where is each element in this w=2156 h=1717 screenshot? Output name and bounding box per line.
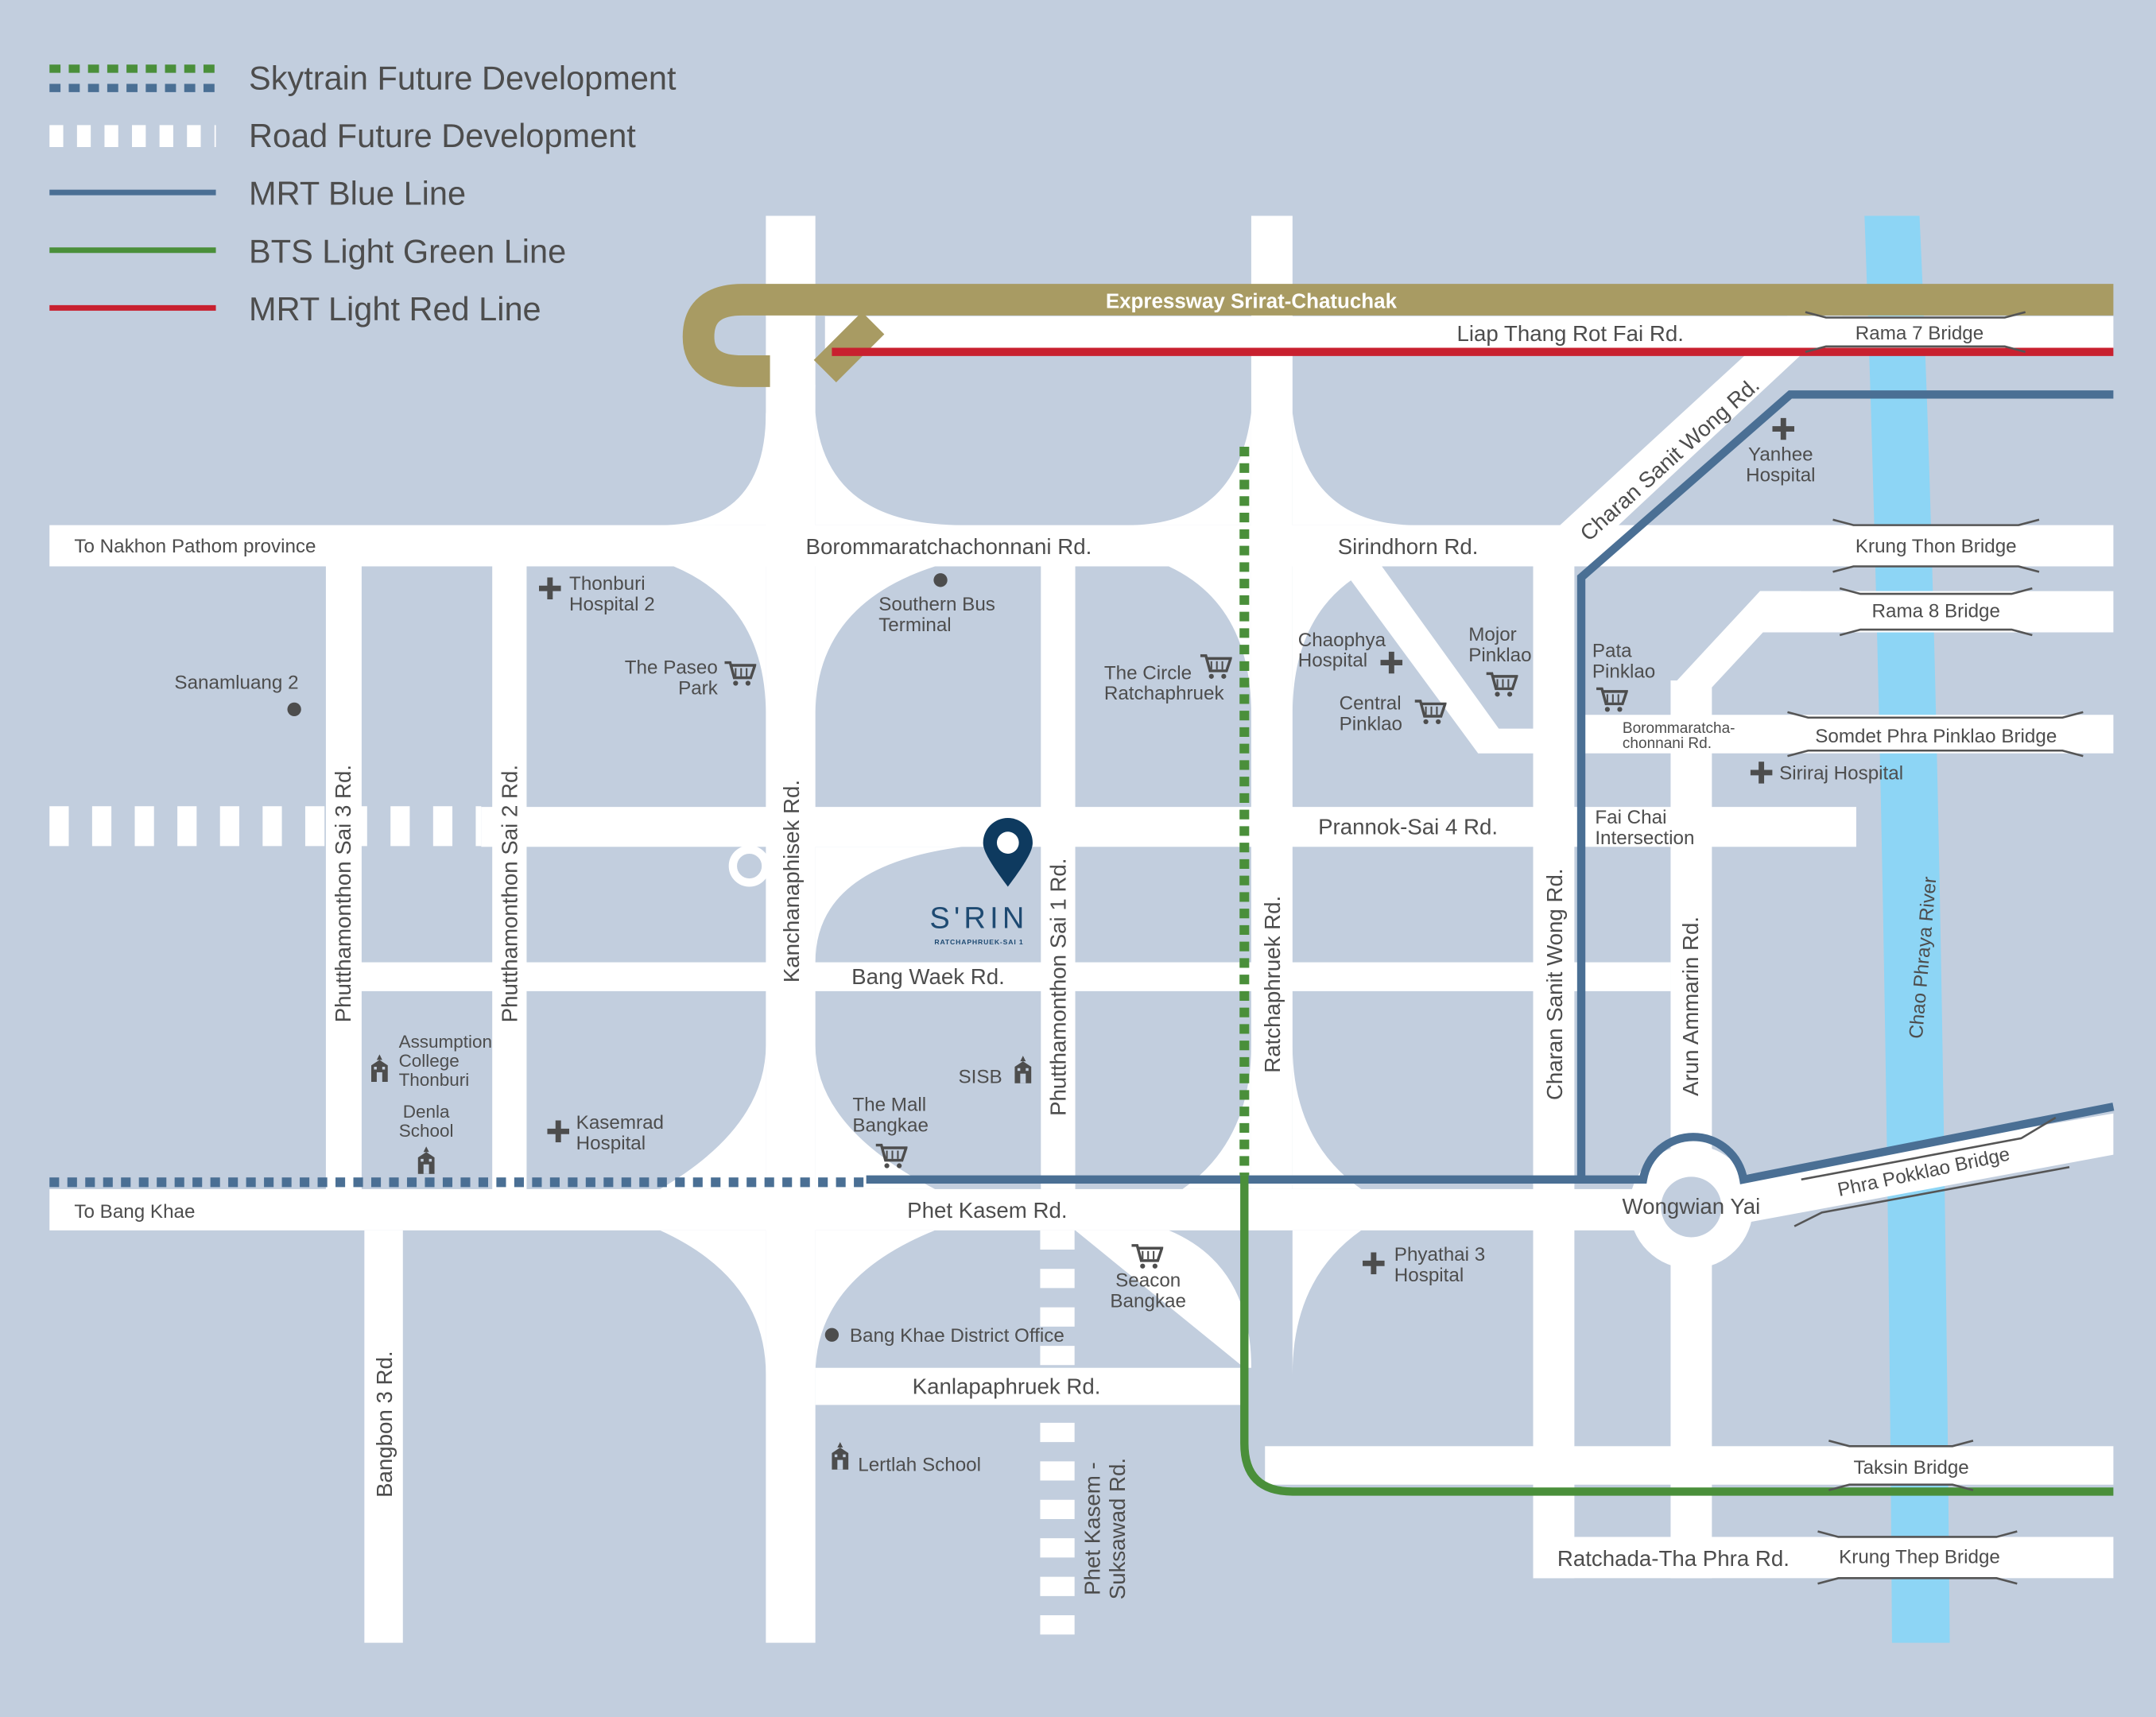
label-bang-waek: Bang Waek Rd. (851, 964, 1005, 989)
place-siriraj-hospital: Siriraj Hospital (1779, 763, 1903, 785)
project-marker: S'RIN RATCHAPHRUEK-SAI 1 (929, 817, 1033, 946)
road-future-development (49, 806, 1075, 1643)
legend-skytrain-future: Skytrain Future Development (249, 59, 677, 96)
legend: Skytrain Future Development Road Future … (49, 59, 677, 328)
place-bang-khae-district: Bang Khae District Office (850, 1325, 1064, 1347)
label-rama7-bridge: Rama 7 Bridge (1855, 323, 1983, 344)
landmark-dot-icon (824, 1327, 840, 1342)
landmark-dot-icon (933, 573, 948, 587)
label-sai3: Phutthamonthon Sai 3 Rd. (331, 765, 355, 1022)
label-liap-thang: Liap Thang Rot Fai Rd. (1456, 321, 1683, 346)
mrt-blue-line (866, 390, 2115, 1184)
label-taksin-bridge: Taksin Bridge (1853, 1457, 1968, 1479)
label-expressway: Expressway Srirat-Chatuchak (1106, 290, 1398, 312)
place-sisb: SISB (959, 1067, 1002, 1088)
bridge-markers (1787, 311, 2084, 1585)
legend-bts-green: BTS Light Green Line (249, 232, 566, 269)
label-suksawad-1: Phet Kasem - (1080, 1462, 1105, 1595)
road-network (49, 215, 2114, 1643)
label-boromma: Borommaratchachonnani Rd. (806, 534, 1092, 559)
place-lertlah-school: Lertlah School (858, 1454, 981, 1475)
label-krung-thon-bridge: Krung Thon Bridge (1855, 536, 2017, 557)
label-charan-vertical: Charan Sanit Wong Rd. (1542, 868, 1567, 1100)
label-bangbon: Bangbon 3 Rd. (372, 1351, 397, 1498)
label-sai2: Phutthamonthon Sai 2 Rd. (497, 765, 522, 1022)
label-to-nakhon-pathom: To Nakhon Pathom province (74, 536, 316, 557)
expressway-line (682, 284, 2114, 387)
label-krung-thep-bridge: Krung Thep Bridge (1839, 1546, 2000, 1568)
label-phet-kasem: Phet Kasem Rd. (907, 1198, 1067, 1223)
legend-road-future: Road Future Development (249, 117, 636, 154)
label-fai-chai-2: Intersection (1595, 827, 1694, 849)
label-somdet-bridge: Somdet Phra Pinklao Bridge (1815, 726, 2057, 747)
bts-light-green-line (1240, 1175, 2114, 1496)
label-sai1: Phutthamonthon Sai 1 Rd. (1045, 858, 1070, 1115)
chao-phraya-river (1864, 215, 1950, 1643)
place-sanamluang-2: Sanamluang 2 (174, 672, 298, 693)
label-ratchada: Ratchada-Tha Phra Rd. (1557, 1546, 1790, 1571)
label-boromma-small-2: chonnani Rd. (1623, 735, 1712, 752)
label-rama8-bridge: Rama 8 Bridge (1872, 600, 2000, 622)
label-kanchanaphisek: Kanchanaphisek Rd. (779, 780, 804, 983)
label-to-bang-khae: To Bang Khae (74, 1201, 195, 1223)
label-prannok: Prannok-Sai 4 Rd. (1318, 815, 1498, 839)
legend-mrt-red: MRT Light Red Line (249, 290, 541, 328)
label-wongwian-yai: Wongwian Yai (1623, 1194, 1761, 1219)
landmark-dot-icon (287, 702, 301, 717)
label-kanlapaphruek: Kanlapaphruek Rd. (913, 1374, 1101, 1399)
label-ratchaphruek: Ratchaphruek Rd. (1260, 896, 1285, 1073)
project-subtitle: RATCHAPHRUEK-SAI 1 (934, 938, 1023, 946)
project-name: S'RIN (929, 901, 1028, 935)
label-arun-ammarin: Arun Ammarin Rd. (1678, 917, 1703, 1096)
legend-mrt-blue: MRT Blue Line (249, 175, 466, 212)
label-sirindhorn: Sirindhorn Rd. (1338, 534, 1479, 559)
label-suksawad-2: Suksawad Rd. (1105, 1458, 1130, 1599)
label-boromma-small-1: Borommaratcha- (1623, 720, 1735, 737)
label-fai-chai-1: Fai Chai (1595, 807, 1666, 828)
